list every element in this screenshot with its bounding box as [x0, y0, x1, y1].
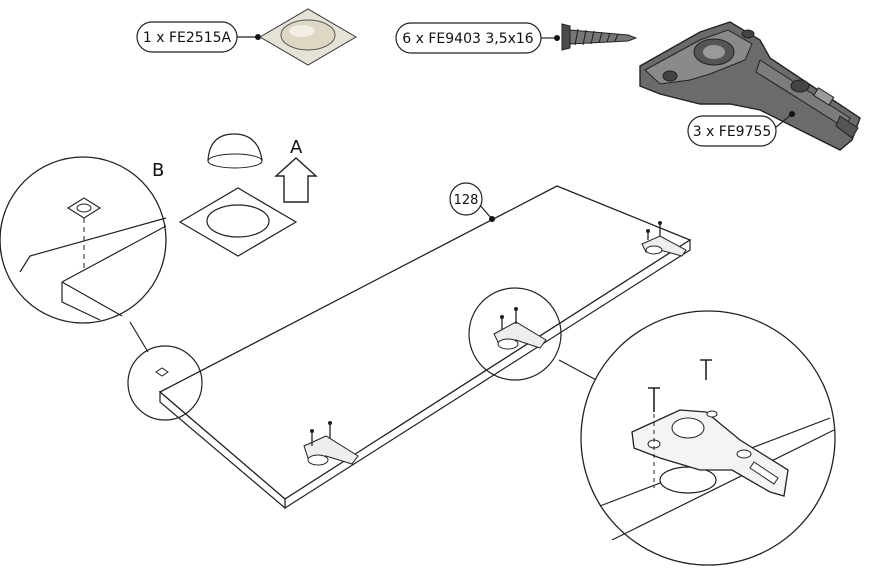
detail-connector [558, 359, 601, 383]
screw-icon [700, 359, 712, 380]
part-label-screw: 6 x FE9403 3,5x16 [395, 22, 560, 54]
detail-circle-b-marker [127, 345, 203, 421]
label-text: 3 x FE9755 [693, 124, 772, 140]
screw-icon [648, 387, 660, 412]
detail-connector [129, 321, 149, 353]
hinge-icon [303, 421, 359, 466]
label-b: B [152, 160, 164, 181]
up-arrow-icon [274, 157, 318, 203]
bumper-pad-icon [259, 8, 357, 66]
panel [158, 185, 692, 510]
hinge-icon [493, 307, 547, 350]
leader-line [774, 113, 793, 129]
detail-circle-b [0, 156, 167, 353]
leader-dot [789, 111, 795, 117]
detail-circle-hinge [580, 310, 836, 566]
leader-dot [255, 34, 261, 40]
bumper-dome [207, 133, 263, 161]
bumper-marker [155, 367, 169, 377]
screw-icon [561, 23, 638, 51]
label-text: 6 x FE9403 3,5x16 [402, 31, 534, 47]
label-a: A [290, 137, 303, 158]
part-label-hinge: 3 x FE9755 [687, 111, 795, 147]
part-number: 128 [454, 193, 479, 208]
part-label-bumper: 1 x FE2515A [136, 21, 261, 53]
leader-dot [554, 35, 560, 41]
label-pill [687, 115, 777, 147]
bumper-detail [178, 133, 298, 257]
hinge-icon [641, 221, 687, 257]
part-number-callout: 128 [449, 182, 495, 222]
detail-circle-hinge-marker [468, 287, 562, 381]
label-text: 1 x FE2515A [143, 30, 232, 46]
hinge-large-icon [639, 21, 861, 151]
